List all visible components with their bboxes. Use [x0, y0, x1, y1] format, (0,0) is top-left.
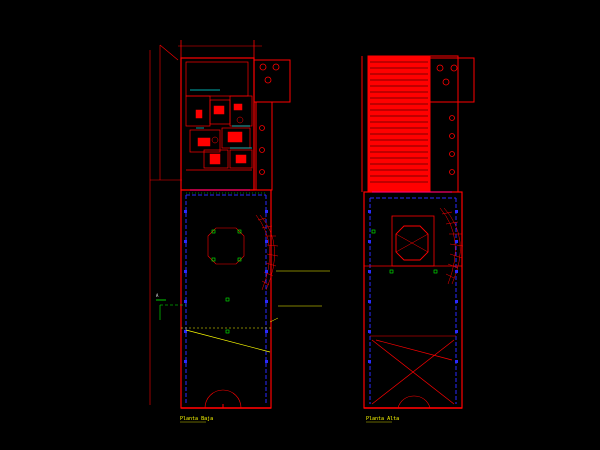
entrance-door-left	[204, 389, 224, 409]
tree-symbols-right	[436, 64, 458, 175]
green-markers-left	[159, 192, 271, 353]
spiral-stair-upper	[439, 207, 464, 285]
upper-main-hall	[363, 191, 463, 409]
column-markers-right	[368, 210, 458, 363]
magenta-lines	[190, 189, 452, 193]
fixtures	[195, 103, 247, 165]
column-markers-left	[184, 210, 268, 363]
section-mark: A	[156, 293, 166, 301]
plan-title-ground: Planta Baja	[180, 416, 213, 422]
void-cross	[371, 339, 455, 405]
terrace-planter	[429, 57, 475, 103]
left-labels: Planta Baja	[180, 416, 213, 423]
ground-floor-plan	[149, 40, 291, 409]
roof-hatch	[370, 61, 428, 183]
roof-block	[367, 55, 431, 193]
section-mark-label: A	[156, 293, 159, 298]
cyan-lines-left	[190, 89, 252, 149]
right-labels: Planta Alta	[366, 416, 399, 423]
yard-planter	[253, 59, 291, 103]
spiral-stair	[255, 214, 279, 291]
tree-symbols	[259, 63, 280, 175]
green-markers-right	[371, 229, 438, 274]
upper-floor-plan	[361, 55, 475, 409]
entrance-door-right	[222, 389, 242, 409]
plan-title-upper: Planta Alta	[366, 416, 399, 422]
note-underlines	[269, 270, 330, 323]
skylight-octagon-upper	[395, 225, 429, 261]
skylight-octagon	[207, 227, 245, 265]
